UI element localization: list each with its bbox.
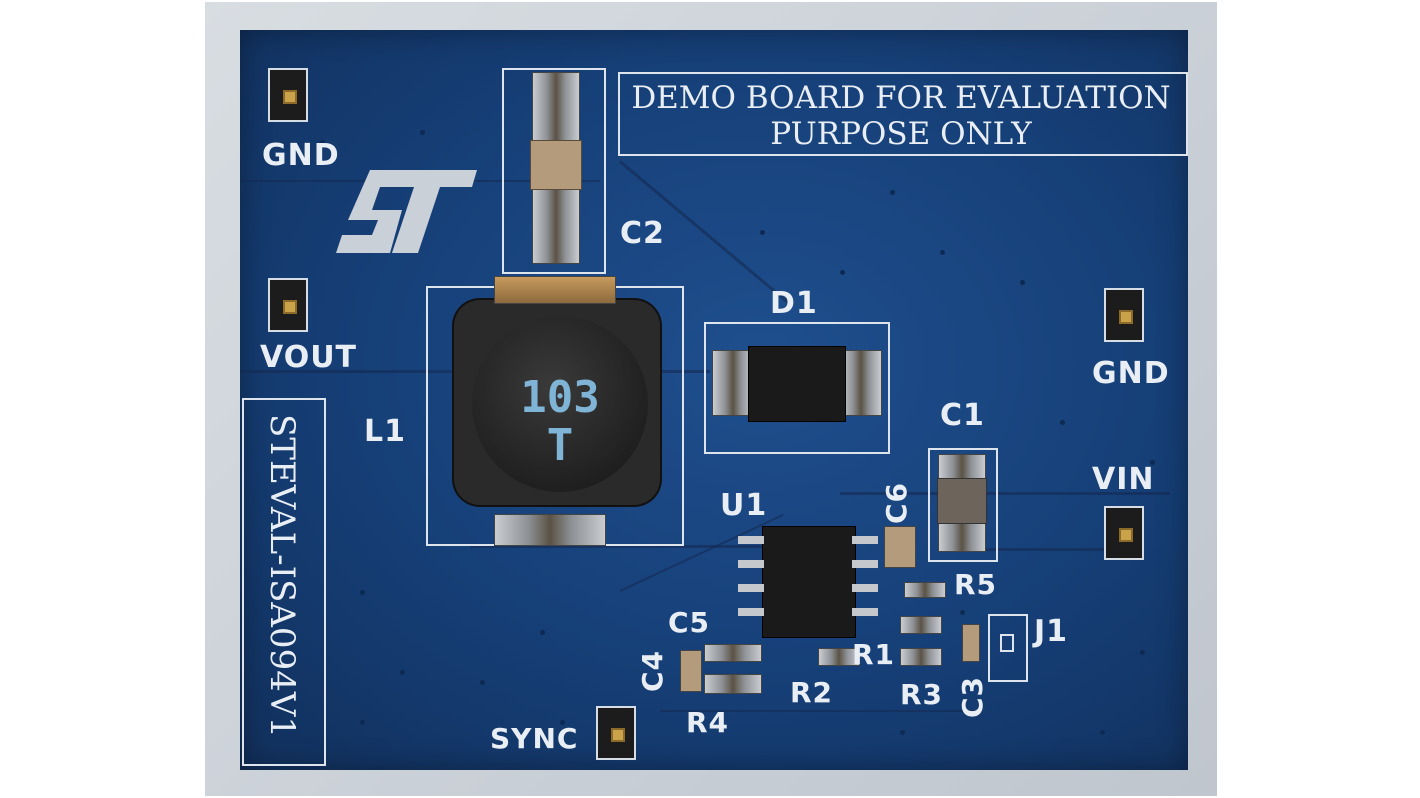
- c1-frame: [928, 448, 998, 562]
- via: [540, 630, 545, 635]
- r2-resistor-top: [704, 644, 762, 662]
- d1-pad-left: [712, 350, 754, 416]
- sync-header[interactable]: [596, 706, 636, 760]
- c1-body: [937, 478, 987, 524]
- c4-capacitor: [680, 650, 702, 692]
- u1-pin: [738, 536, 764, 544]
- d1-frame: [704, 322, 890, 454]
- via: [900, 730, 905, 735]
- via: [320, 140, 325, 145]
- u1-pin: [738, 584, 764, 592]
- j1-jumper[interactable]: [1000, 634, 1014, 652]
- via: [890, 190, 895, 195]
- banner-frame: [618, 72, 1188, 156]
- via: [400, 670, 405, 675]
- l1-label: L1: [364, 414, 406, 449]
- model-label: STEVAL-ISA094V1: [262, 414, 302, 739]
- via: [1020, 280, 1025, 285]
- u1-pin: [738, 560, 764, 568]
- c6-capacitor: [884, 526, 916, 568]
- d1-label: D1: [770, 286, 818, 321]
- d1-pad-right: [840, 350, 882, 416]
- st-logo-icon: [336, 170, 477, 253]
- c2-label: C2: [620, 216, 665, 251]
- gnd-right-header[interactable]: [1104, 288, 1144, 342]
- u1-chip: [762, 526, 856, 638]
- gnd-right-label: GND: [1092, 356, 1170, 391]
- u1-pin: [738, 608, 764, 616]
- u1-label: U1: [720, 488, 768, 523]
- via: [560, 720, 565, 725]
- l1-pad-bottom: [494, 514, 606, 546]
- c3-label: C3: [956, 676, 989, 719]
- vin-header[interactable]: [1104, 506, 1144, 560]
- r1-resistor: [818, 648, 860, 666]
- trace: [840, 492, 1170, 495]
- c1-label: C1: [940, 398, 985, 433]
- c5-label: C5: [668, 606, 711, 639]
- c6-label: C6: [880, 482, 913, 525]
- model-frame: [242, 398, 326, 766]
- gnd-left-label: GND: [262, 138, 340, 173]
- u1-pin: [852, 536, 878, 544]
- r5-resistor: [904, 582, 946, 598]
- trace: [970, 548, 1110, 551]
- l1-pad-top: [494, 276, 616, 304]
- r1-resistor-a: [900, 616, 942, 634]
- u1-pin: [852, 608, 878, 616]
- via: [960, 610, 965, 615]
- r4-label: R4: [686, 706, 730, 739]
- via: [1100, 730, 1105, 735]
- l1-core: [472, 316, 648, 492]
- j1-label: J1: [1034, 614, 1069, 649]
- r3-label: R3: [900, 678, 944, 711]
- l1-marking-bottom: T: [546, 420, 574, 471]
- l1-marking-top: 103: [520, 372, 600, 423]
- c2-frame: [502, 68, 606, 274]
- via: [940, 250, 945, 255]
- r5-label: R5: [954, 568, 998, 601]
- sync-label: SYNC: [490, 722, 579, 755]
- c2-body: [530, 140, 582, 190]
- u1-pin: [852, 560, 878, 568]
- banner-line-2: PURPOSE ONLY: [770, 116, 1032, 152]
- banner-line-1: DEMO BOARD FOR EVALUATION: [631, 80, 1171, 116]
- pcb-board: DEMO BOARD FOR EVALUATION PURPOSE ONLY G…: [240, 30, 1188, 770]
- via: [480, 680, 485, 685]
- via: [1140, 650, 1145, 655]
- j1-frame: [988, 614, 1028, 682]
- c4-label: C4: [636, 650, 669, 693]
- vin-label: VIN: [1092, 462, 1155, 497]
- trace: [470, 545, 830, 548]
- via: [840, 270, 845, 275]
- via: [1060, 420, 1065, 425]
- vout-label: VOUT: [260, 340, 358, 375]
- gnd-left-header[interactable]: [268, 68, 308, 122]
- r2-label: R2: [790, 676, 834, 709]
- trace: [660, 710, 980, 712]
- d1-diode: [748, 346, 846, 422]
- r3-resistor: [900, 648, 942, 666]
- via: [360, 590, 365, 595]
- via: [1150, 460, 1155, 465]
- via: [420, 130, 425, 135]
- c3-capacitor: [962, 624, 980, 662]
- r1-label: R1: [852, 638, 896, 671]
- u1-pin: [852, 584, 878, 592]
- via: [360, 720, 365, 725]
- vout-header[interactable]: [268, 278, 308, 332]
- r4-resistor: [704, 674, 762, 694]
- via: [760, 230, 765, 235]
